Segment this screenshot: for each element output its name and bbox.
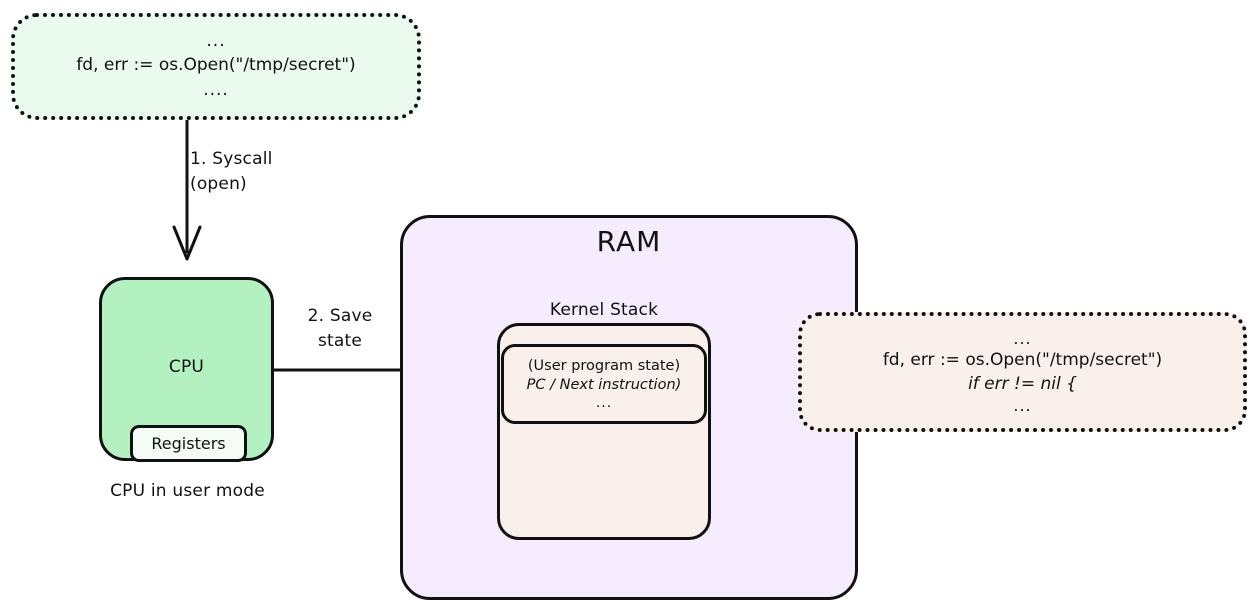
code-line: fd, err := os.Open("/tmp/secret"): [882, 349, 1163, 370]
user-program-code-box: [11, 13, 421, 120]
stack-frame-line: (User program state): [527, 358, 681, 375]
registers-label: Registers: [151, 434, 226, 453]
registers-box: Registers: [130, 425, 247, 462]
syscall-arrow-label-line1: 1. Syscall: [190, 149, 273, 169]
code-line: if err != nil {: [968, 374, 1077, 394]
user-program-code-lines: ... fd, err := os.Open("/tmp/secret") ..…: [11, 13, 421, 120]
resumed-program-code-lines: ... fd, err := os.Open("/tmp/secret") if…: [798, 312, 1247, 432]
resumed-program-code-box: [798, 312, 1247, 432]
ram-title: RAM: [596, 225, 662, 258]
syscall-arrow-label: 1. Syscall (open): [190, 147, 370, 196]
code-line: ....: [203, 79, 229, 100]
save-state-arrow-label-line2: state: [317, 330, 363, 351]
code-line: ...: [1013, 328, 1032, 348]
kernel-stack-label: Kernel Stack: [549, 300, 659, 320]
kernel-stack-frame: (User program state) PC / Next instructi…: [501, 344, 707, 424]
code-line: fd, err := os.Open("/tmp/secret"): [76, 55, 356, 76]
stack-frame-line: ...: [595, 394, 613, 411]
cpu-label: CPU: [168, 357, 205, 377]
code-line: ...: [1013, 396, 1032, 416]
cpu-caption: CPU in user mode: [110, 481, 265, 501]
syscall-arrow-label-line2: (open): [190, 173, 247, 194]
code-line: ...: [206, 30, 226, 51]
save-state-arrow-label-line1: 2. Save: [307, 306, 373, 326]
save-state-arrow-label: 2. Save state: [285, 304, 395, 353]
stack-frame-line: PC / Next instruction): [526, 377, 682, 394]
